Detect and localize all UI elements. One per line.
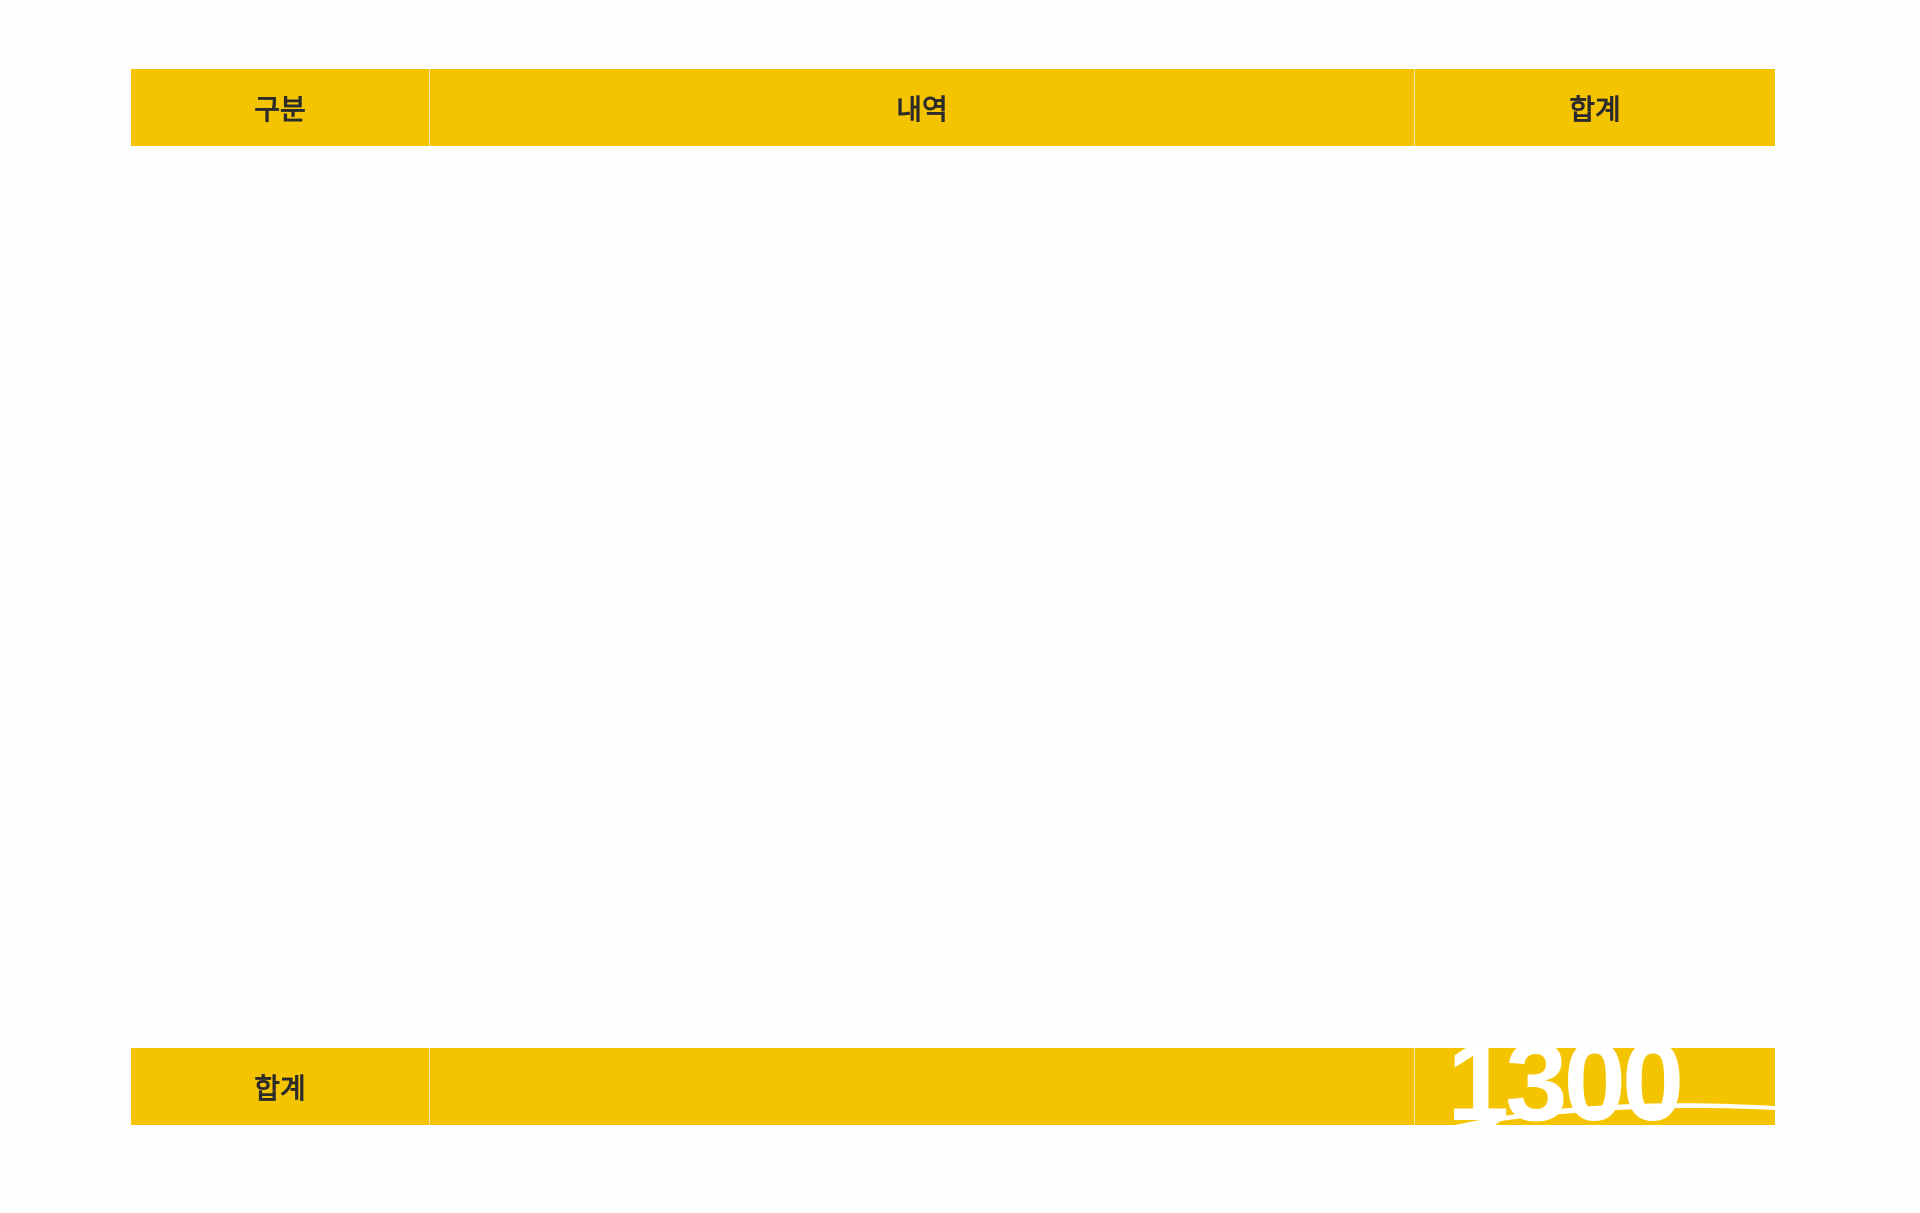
header-category: 구분 — [131, 69, 430, 146]
footer-total-cell: 1300 — [1415, 1048, 1775, 1125]
header-total: 합계 — [1569, 92, 1621, 126]
table-body — [131, 146, 1775, 1048]
footer-detail — [430, 1048, 1415, 1125]
grand-total-value: 1300 — [1447, 1048, 1684, 1125]
table-header-row: 구분 내역 합계 — [131, 69, 1775, 146]
header-details: 내역 — [430, 69, 1415, 146]
budget-table: 구분 내역 합계 합계 1300 — [131, 69, 1775, 1125]
footer-label: 합계 — [131, 1048, 430, 1125]
table-footer-row: 합계 1300 — [131, 1048, 1775, 1125]
